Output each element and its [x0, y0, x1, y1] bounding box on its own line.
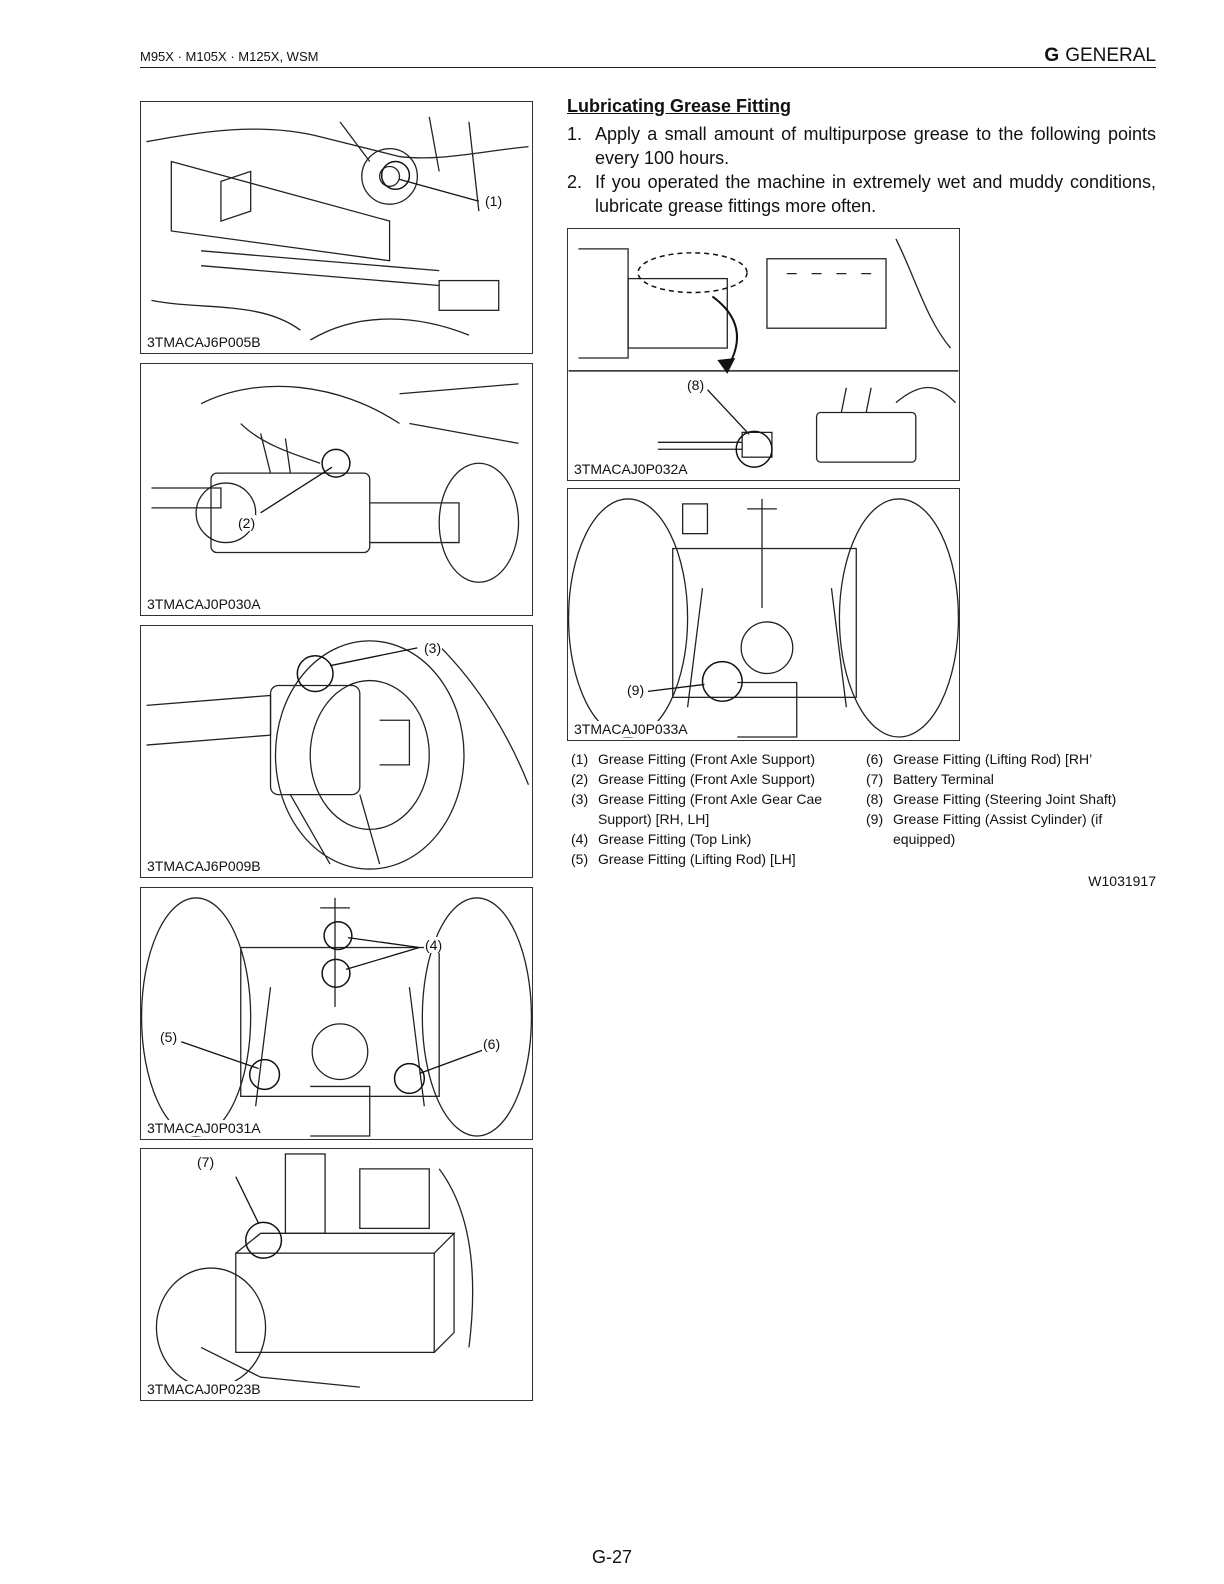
step-text: If you operated the machine in extremely… [595, 172, 1156, 216]
legend-text: Grease Fitting (Front Axle Gear Cae Supp… [598, 791, 823, 827]
callout-9: (9) [626, 682, 646, 698]
front-axle-support-illustration [151, 383, 520, 583]
legend-left: (1) Grease Fitting (Front Axle Support) (… [571, 749, 861, 869]
callout-4: (4) [424, 937, 444, 953]
callout-8: (8) [686, 377, 706, 393]
assist-cylinder-illustration [568, 498, 959, 738]
legend-item: (9) Grease Fitting (Assist Cylinder) (if … [866, 809, 1156, 849]
legend-item: (5) Grease Fitting (Lifting Rod) [LH] [571, 849, 861, 869]
callout-7: (7) [196, 1154, 216, 1170]
front-axle-illustration [146, 116, 529, 341]
figure-front-axle-support-1: (1) 3TMACAJ6P005B [140, 101, 533, 354]
rear-hitch-illustration [141, 897, 532, 1137]
step-text: Apply a small amount of multipurpose gre… [595, 124, 1156, 168]
section-letter: G [1044, 45, 1060, 66]
legend-item: (2) Grease Fitting (Front Axle Support) [571, 769, 861, 789]
callout-5: (5) [159, 1029, 179, 1045]
legend-number: (5) [571, 851, 589, 867]
legend-number: (3) [571, 791, 589, 807]
figure-assist-cylinder: (9) 3TMACAJ0P033A [567, 488, 960, 741]
legend-number: (6) [866, 751, 884, 767]
figure-top-link-lifting-rods: (4) (5) (6) 3TMACAJ0P031A [140, 887, 533, 1140]
figure-front-axle-support-2: (2) 3TMACAJ0P030A [140, 363, 533, 616]
section-title: Lubricating Grease Fitting [567, 96, 792, 116]
legend-item: (6) Grease Fitting (Lifting Rod) [RH’ [866, 749, 1156, 769]
page-number: G-27 [591, 1547, 633, 1567]
figure-front-axle-gear-case-support: (3) 3TMACAJ6P009B [140, 625, 533, 878]
legend-text: Grease Fitting (Front Axle Support) [598, 751, 816, 767]
callout-3: (3) [423, 640, 443, 656]
figure-id: 3TMACAJ0P031A [145, 1120, 263, 1136]
header-models: M95X · M105X · M125X, WSM [140, 49, 319, 64]
figure-id: 3TMACAJ0P023B [145, 1381, 263, 1397]
legend-number: (9) [866, 811, 884, 827]
legend-text: Grease Fitting (Top Link) [598, 831, 752, 847]
figure-steering-joint-shaft: (8) 3TMACAJ0P032A [567, 228, 960, 481]
legend-text: Grease Fitting (Steering Joint Shaft) [893, 791, 1117, 807]
figure-id: 3TMACAJ0P032A [572, 461, 690, 477]
header-rule [140, 67, 1156, 68]
step-item: 2. If you operated the machine in extreme… [567, 170, 1156, 218]
steering-joint-illustration [568, 238, 959, 468]
callout-6: (6) [482, 1036, 502, 1052]
legend-text: Grease Fitting (Front Axle Support) [598, 771, 816, 787]
callout-2: (2) [237, 515, 257, 531]
legend-right: (6) Grease Fitting (Lifting Rod) [RH’ (7)… [866, 749, 1156, 849]
legend-number: (4) [571, 831, 589, 847]
legend-item: (3) Grease Fitting (Front Axle Gear Cae S… [571, 789, 861, 829]
legend-item: (4) Grease Fitting (Top Link) [571, 829, 861, 849]
step-number: 2. [567, 172, 583, 192]
step-number: 1. [567, 124, 583, 144]
legend-item: (1) Grease Fitting (Front Axle Support) [571, 749, 861, 769]
legend-number: (8) [866, 791, 884, 807]
legend-number: (2) [571, 771, 589, 787]
step-item: 1. Apply a small amount of multipurpose g… [567, 122, 1156, 170]
gear-case-illustration [146, 640, 530, 870]
figure-id: 3TMACAJ0P033A [572, 721, 690, 737]
legend-item: (8) Grease Fitting (Steering Joint Shaft) [866, 789, 1156, 809]
callout-1: (1) [484, 193, 504, 209]
figure-battery-terminal: (7) 3TMACAJ0P023B [140, 1148, 533, 1401]
legend-number: (7) [866, 771, 884, 787]
battery-illustration [155, 1153, 474, 1388]
legend-text: Grease Fitting (Assist Cylinder) (if equ… [893, 811, 1103, 847]
section-name: GENERAL [1065, 45, 1156, 66]
legend-text: Grease Fitting (Lifting Rod) [LH] [598, 851, 796, 867]
legend-number: (1) [571, 751, 589, 767]
figure-id: 3TMACAJ6P009B [145, 858, 263, 874]
step-list: 1. Apply a small amount of multipurpose g… [567, 122, 1156, 218]
legend-text: Grease Fitting (Lifting Rod) [RH’ [893, 751, 1093, 767]
legend-item: (7) Battery Terminal [866, 769, 1156, 789]
legend-text: Battery Terminal [893, 771, 994, 787]
figure-id: 3TMACAJ0P030A [145, 596, 263, 612]
document-code: W1031917 [1088, 873, 1156, 889]
figure-id: 3TMACAJ6P005B [145, 334, 263, 350]
